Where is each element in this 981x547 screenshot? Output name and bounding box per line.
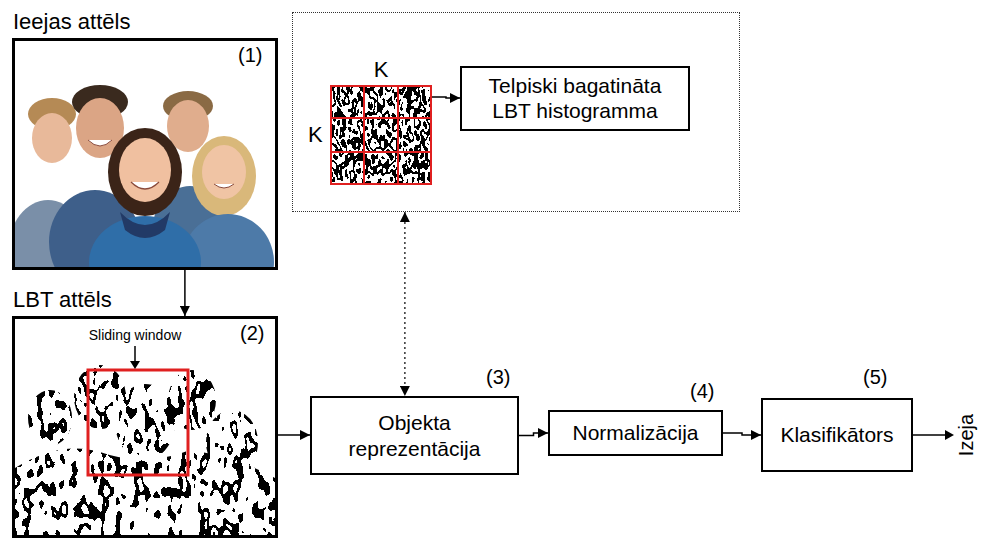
connector-arrow (723, 433, 761, 435)
box-label: Klasifikātors (780, 422, 893, 447)
callout-number: (2) (240, 322, 264, 344)
process-box: Normalizācija (548, 410, 723, 456)
arrow-head (130, 361, 140, 369)
lbt-illustration (15, 319, 275, 535)
image-frame: LBT attēls (12, 316, 278, 538)
callout-number: (5) (863, 366, 887, 388)
box-label: Normalizācija (572, 420, 698, 445)
process-box: Klasifikātors (761, 398, 913, 472)
leader-line (134, 346, 136, 362)
grid-frame: KK (330, 85, 432, 185)
grid-illustration (330, 85, 432, 185)
callout-number: (3) (486, 366, 510, 388)
photo-illustration (15, 41, 275, 267)
image-heading: Ieejas attēls (13, 9, 130, 35)
connector-arrow (519, 433, 548, 436)
dimension-label: K (374, 59, 389, 81)
process-box: Telpiski bagatināta LBT histogramma (460, 66, 690, 131)
dotted-connector (404, 212, 405, 396)
image-heading: LBT attēls (13, 287, 112, 313)
callout-number: (4) (690, 380, 714, 402)
grid-lines (330, 85, 432, 185)
box-label: Objekta reprezentācija (322, 410, 507, 460)
output-label: Izeja (955, 414, 977, 456)
dotted-group: KKTelpiski bagatināta LBT histogramma (292, 12, 740, 212)
process-box: Objekta reprezentācija (310, 396, 519, 475)
callout-number: (1) (238, 44, 262, 66)
annotation: Sliding window (87, 328, 184, 343)
image-frame: Ieejas attēls (12, 38, 278, 270)
dimension-label: K (308, 124, 323, 146)
connector-arrow (432, 97, 460, 98)
sliding-window (88, 370, 188, 475)
box-label: Telpiski bagatināta LBT histogramma (475, 73, 675, 123)
connector-arrow (184, 270, 186, 316)
connector-arrow (278, 434, 310, 436)
arrow-head (945, 430, 954, 440)
output-arrow (913, 434, 946, 436)
